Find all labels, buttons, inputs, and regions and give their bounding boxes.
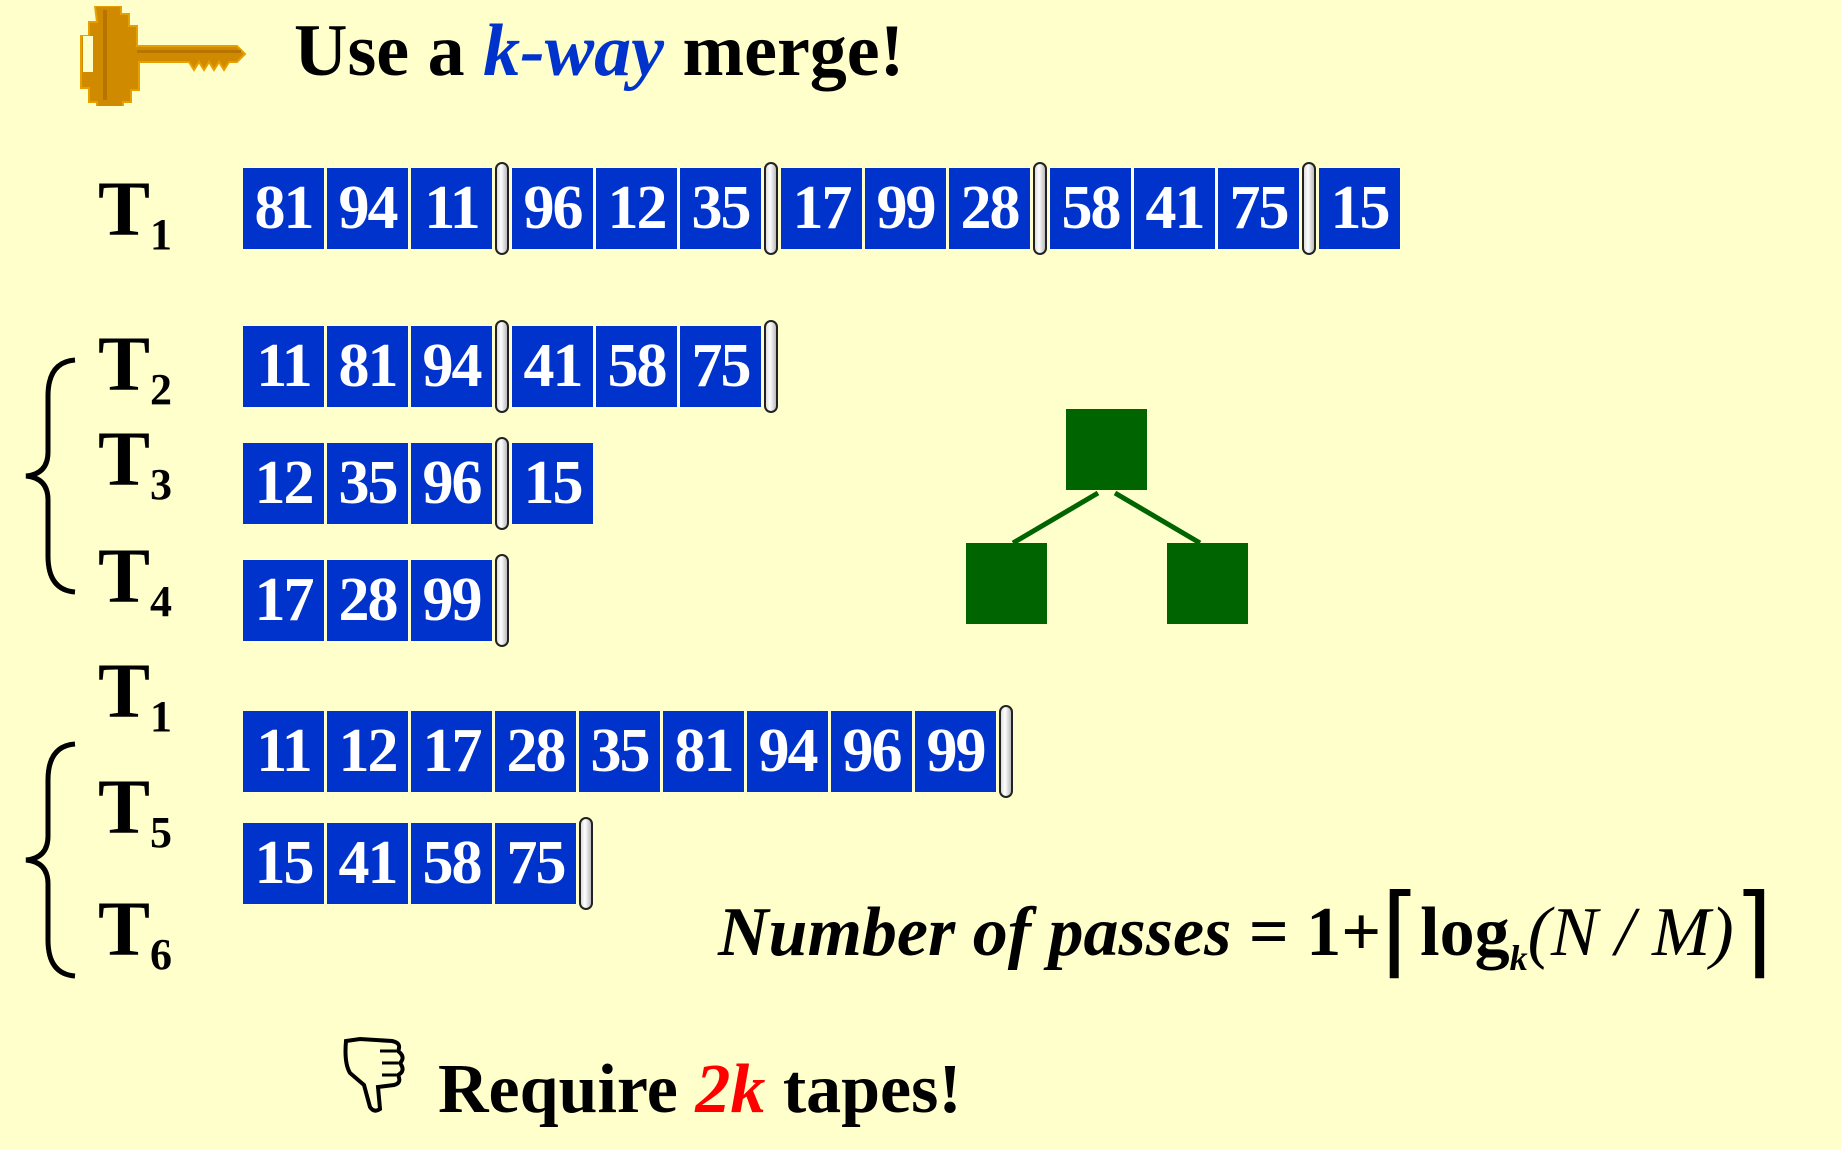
tape-cell: 28 <box>495 711 576 792</box>
run-end-marker-icon <box>495 437 509 530</box>
tape-label: T4 <box>98 532 173 626</box>
bottom-note: Require 2k tapes! <box>438 1051 962 1128</box>
brace-icon <box>25 357 76 595</box>
tape-cell: 99 <box>865 168 946 249</box>
tape-cell: 99 <box>411 560 492 641</box>
tape-cell: 81 <box>327 326 408 407</box>
run-end-marker-icon <box>764 320 778 413</box>
tape-cell: 75 <box>1218 168 1299 249</box>
tape-label: T2 <box>98 320 173 414</box>
tape-cell: 75 <box>495 823 576 904</box>
tape-cell: 81 <box>243 168 324 249</box>
tape-cell: 35 <box>680 168 761 249</box>
tape-cell: 15 <box>512 443 593 524</box>
tape-cell: 12 <box>327 711 408 792</box>
run-end-marker-icon <box>579 817 593 910</box>
tape-cell: 11 <box>411 168 492 249</box>
tape-cell: 15 <box>1319 168 1400 249</box>
tree-root-node <box>1066 409 1147 490</box>
tape-cell: 99 <box>915 711 996 792</box>
brace-icon <box>25 741 76 979</box>
tape-label: T1 <box>98 647 173 741</box>
tape-cell: 41 <box>512 326 593 407</box>
tape-cell: 58 <box>596 326 677 407</box>
key-icon <box>80 6 247 106</box>
tape-cell: 35 <box>327 443 408 524</box>
run-end-marker-icon <box>999 705 1013 798</box>
tape-cell: 28 <box>949 168 1030 249</box>
tape-label: T3 <box>98 415 173 509</box>
tape-cell: 11 <box>243 711 324 792</box>
tape-cell: 94 <box>327 168 408 249</box>
tape-cell: 58 <box>411 823 492 904</box>
tree-right-node <box>1167 543 1248 624</box>
slide-title: Use a k-way merge! <box>294 10 905 92</box>
tape-cell: 94 <box>747 711 828 792</box>
tape-cell: 81 <box>663 711 744 792</box>
tapes-count: 2k <box>695 1051 766 1128</box>
run-end-marker-icon <box>495 320 509 413</box>
tape-cell: 17 <box>781 168 862 249</box>
tape-cell: 11 <box>243 326 324 407</box>
thumbs-down-icon <box>343 1036 405 1113</box>
tree-left-node <box>966 543 1047 624</box>
tape-cell: 96 <box>831 711 912 792</box>
tape-cell: 75 <box>680 326 761 407</box>
run-end-marker-icon <box>764 162 778 255</box>
tape-cell: 35 <box>579 711 660 792</box>
run-end-marker-icon <box>1302 162 1316 255</box>
passes-formula: Number of passes = 1+⌈logk(N / M)⌉ <box>718 876 1773 987</box>
tape-cell: 17 <box>411 711 492 792</box>
tape-cell: 41 <box>327 823 408 904</box>
tape-label: T5 <box>98 763 173 857</box>
tape-cell: 58 <box>1050 168 1131 249</box>
run-end-marker-icon <box>1033 162 1047 255</box>
tape-cell: 96 <box>512 168 593 249</box>
run-end-marker-icon <box>495 162 509 255</box>
tape-cell: 96 <box>411 443 492 524</box>
tape-cell: 17 <box>243 560 324 641</box>
tape-cell: 41 <box>1134 168 1215 249</box>
run-end-marker-icon <box>495 554 509 647</box>
tape-cell: 28 <box>327 560 408 641</box>
tape-cell: 12 <box>243 443 324 524</box>
tape-label: T1 <box>98 165 173 259</box>
tape-cell: 15 <box>243 823 324 904</box>
title-keyword: k-way <box>483 10 664 92</box>
tape-cell: 94 <box>411 326 492 407</box>
tape-cell: 12 <box>596 168 677 249</box>
tape-label: T6 <box>98 885 173 979</box>
